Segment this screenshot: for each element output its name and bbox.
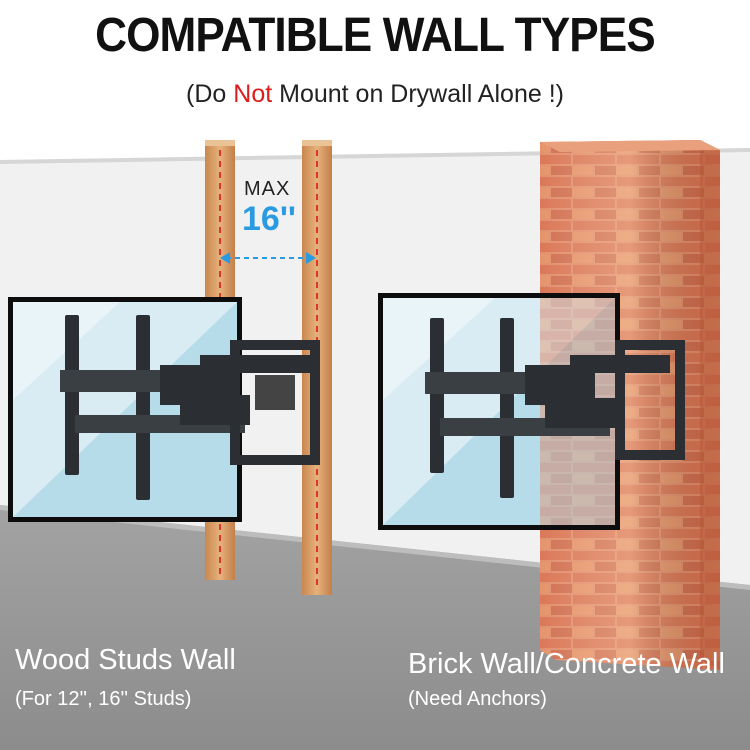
- page-subtitle: (Do Not Mount on Drywall Alone !): [0, 80, 750, 109]
- brick-wall: [540, 140, 720, 670]
- brick-panel-note: (Need Anchors): [408, 688, 547, 710]
- subtitle-close: Mount on Drywall Alone !): [272, 80, 564, 108]
- stud-spacing-value: 16'': [242, 200, 296, 238]
- wood-panel-title: Wood Studs Wall: [15, 644, 236, 676]
- wood-panel-note: (For 12'', 16'' Studs): [15, 688, 192, 710]
- stud-max-label: MAX: [244, 178, 291, 200]
- subtitle-warning: Not: [233, 80, 273, 108]
- stud-spacing-arrow: [220, 252, 316, 264]
- brick-panel-title: Brick Wall/Concrete Wall: [408, 648, 725, 680]
- mount-bracket-right: [425, 318, 685, 498]
- subtitle-open: (Do: [186, 80, 234, 108]
- page-title: COMPATIBLE WALL TYPES: [95, 9, 656, 62]
- mount-bracket-left: [60, 315, 320, 500]
